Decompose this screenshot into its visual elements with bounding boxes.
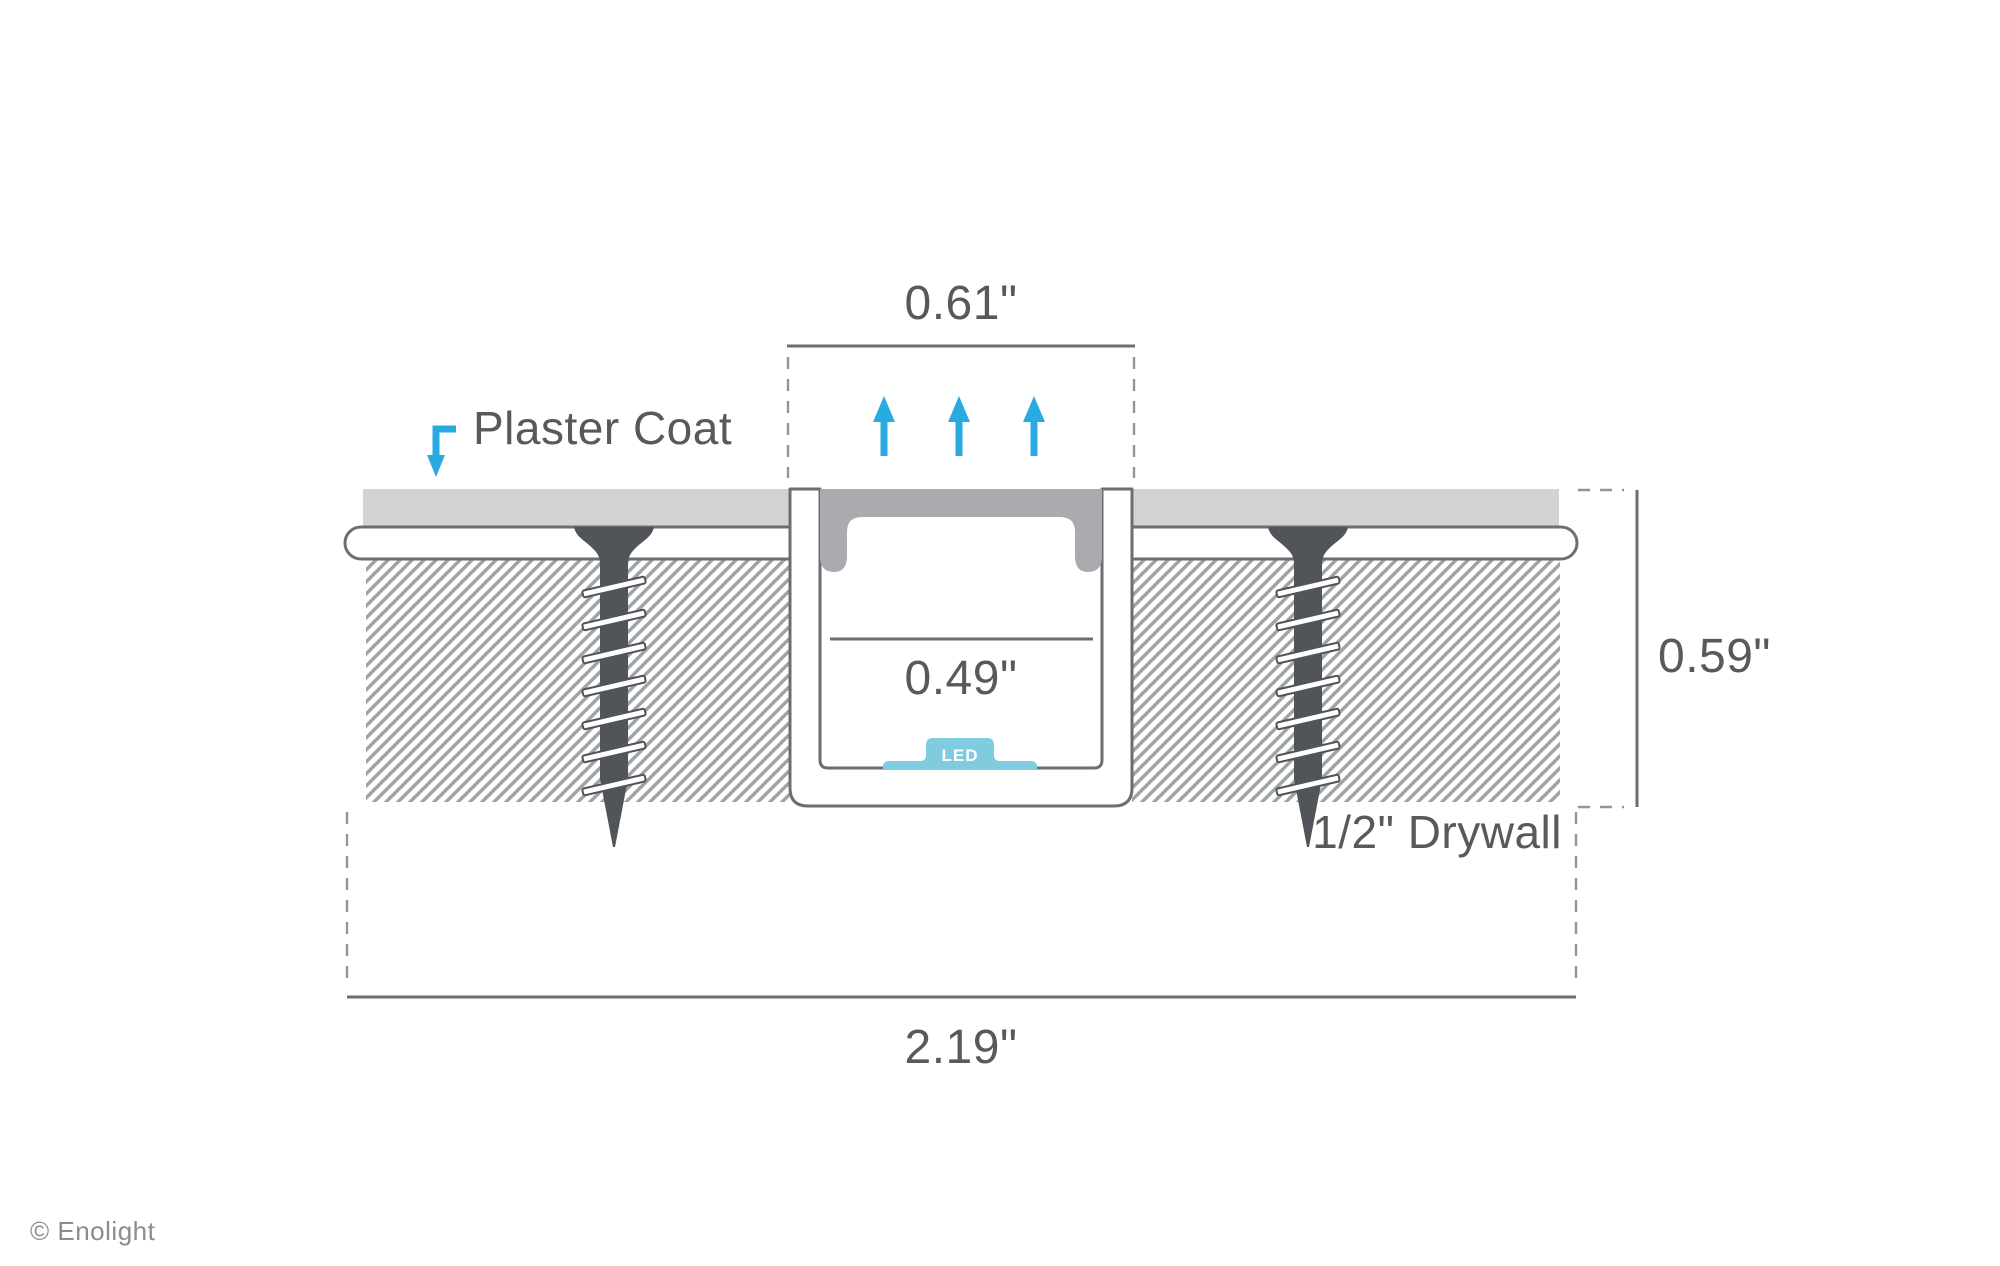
light-direction-arrows (873, 396, 1045, 456)
channel-recess-trim (820, 489, 1102, 572)
plaster-coat-right (1130, 489, 1559, 527)
recess-height-dimension-value: 0.59" (1658, 630, 1771, 683)
elbow-down-arrowhead (427, 455, 445, 477)
led-strip (883, 738, 1037, 770)
drywall-label: 1/2" Drywall (1312, 806, 1562, 858)
elbow-down-arrow-icon (432, 425, 456, 457)
opening-width-dimension: 0.61" (786, 277, 1136, 478)
up-arrow-icon (873, 396, 895, 456)
copyright-text: © Enolight (30, 1216, 156, 1246)
plaster-coat-pointer (427, 425, 456, 477)
overall-width-dimension-value: 2.19" (905, 1021, 1018, 1074)
overall-width-dimension: 2.19" (345, 812, 1578, 1074)
plaster-coat-label: Plaster Coat (473, 402, 732, 454)
drywall-right-section (1132, 559, 1560, 802)
led-strip-label: LED (942, 746, 979, 765)
plaster-coat-left (363, 489, 790, 527)
up-arrow-icon (1023, 396, 1045, 456)
opening-width-dimension-value: 0.61" (905, 277, 1018, 330)
inner-width-dimension-value: 0.49" (905, 652, 1018, 705)
channel-flange-right (1115, 525, 1579, 561)
up-arrow-icon (948, 396, 970, 456)
drywall-left-section (366, 559, 790, 802)
recess-height-dimension: 0.59" (1578, 488, 1771, 809)
channel-flange-left (343, 525, 807, 561)
